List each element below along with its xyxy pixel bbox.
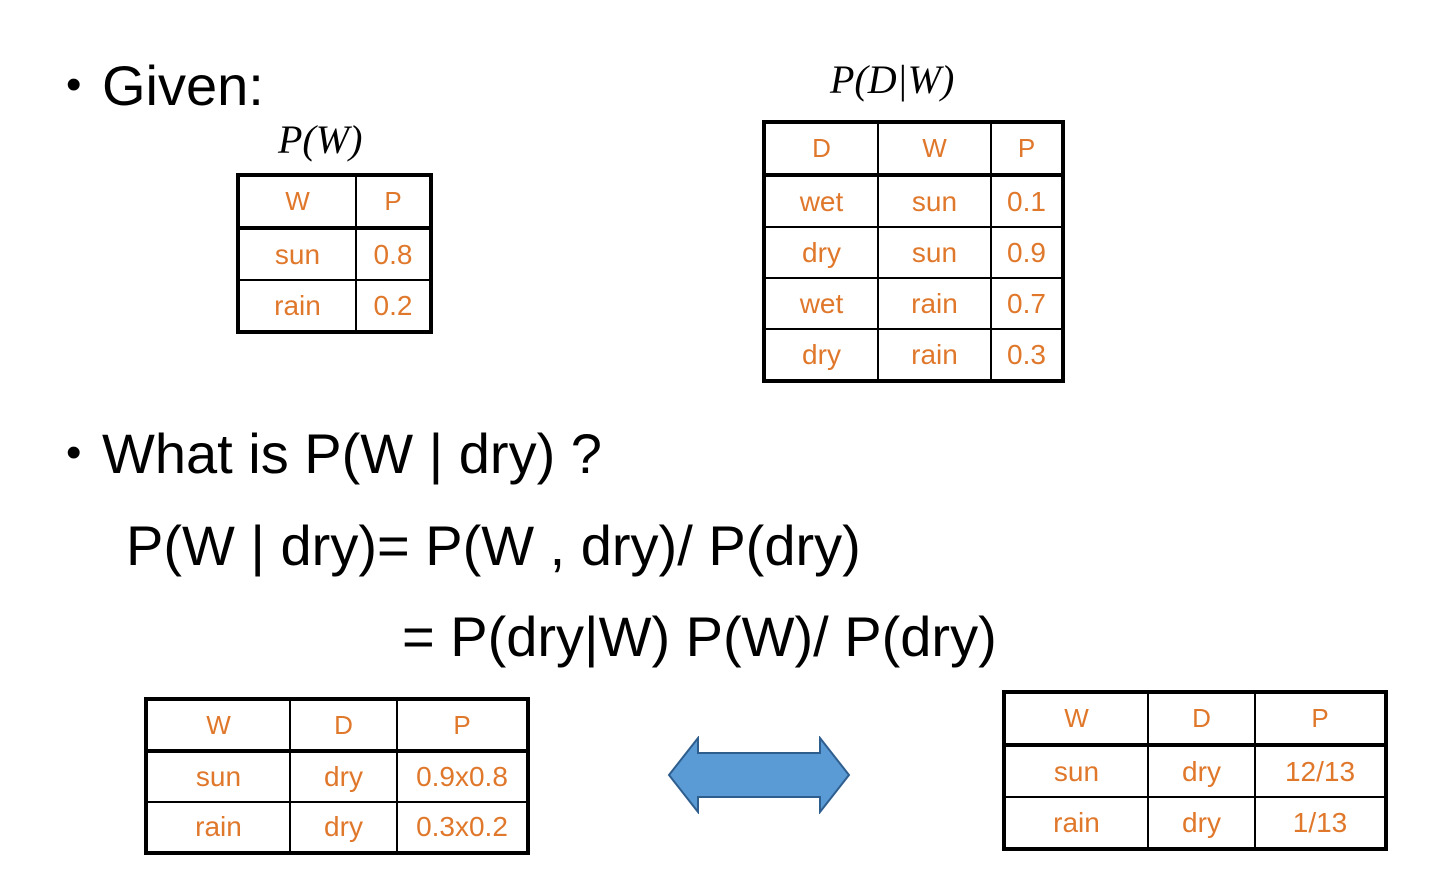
table-cell: 0.9x0.8 <box>396 750 529 803</box>
table-cell: dry <box>289 801 398 854</box>
table-row: sun 0.8 <box>237 227 432 281</box>
header-cell-p: P <box>990 121 1064 177</box>
table-header-row: D W P <box>763 121 1064 177</box>
header-cell-p: P <box>355 174 432 230</box>
table-cell: sun <box>877 226 992 279</box>
table-cell: dry <box>289 750 398 803</box>
table-row: rain dry 0.3x0.2 <box>145 801 529 854</box>
table-row: dry rain 0.3 <box>763 328 1064 382</box>
table-row: rain 0.2 <box>237 279 432 333</box>
table-cell: 0.7 <box>990 277 1064 330</box>
table-cell: rain <box>1003 796 1149 850</box>
pw-table-title: P(W) <box>278 117 363 162</box>
table-cell: 0.8 <box>355 227 432 281</box>
pw-table: W P sun 0.8 rain 0.2 <box>236 173 433 334</box>
table-cell: 0.3x0.2 <box>396 801 529 854</box>
bullet-dot-icon: • <box>66 60 82 109</box>
table-cell: dry <box>763 226 879 279</box>
table-cell: 1/13 <box>1254 796 1387 850</box>
table-cell: 0.2 <box>355 279 432 333</box>
table-header-row: W D P <box>1003 691 1387 747</box>
table-cell: 12/13 <box>1254 744 1387 798</box>
question-label: What is P(W | dry) ? <box>102 422 602 485</box>
table-cell: 0.1 <box>990 174 1064 228</box>
table-header-row: W D P <box>145 698 529 753</box>
header-cell-d: D <box>1147 691 1256 747</box>
header-cell-p: P <box>1254 691 1387 747</box>
table-cell: 0.3 <box>990 328 1064 382</box>
double-headed-arrow-icon <box>667 736 851 814</box>
table-cell: wet <box>763 277 879 330</box>
table-header-row: W P <box>237 174 432 230</box>
table-cell: wet <box>763 174 879 228</box>
header-cell-w: W <box>145 698 291 753</box>
question-bullet: •What is P(W | dry) ? <box>66 426 602 482</box>
joint-table: W D P sun dry 0.9x0.8 rain dry 0.3x0.2 <box>144 697 530 855</box>
table-cell: rain <box>877 328 992 382</box>
bullet-dot-icon: • <box>66 428 82 477</box>
table-cell: dry <box>1147 744 1256 798</box>
given-bullet: •Given: <box>66 58 264 114</box>
conditional-table: W D P sun dry 12/13 rain dry 1/13 <box>1002 690 1388 851</box>
table-cell: dry <box>763 328 879 382</box>
header-cell-p: P <box>396 698 529 753</box>
table-row: wet sun 0.1 <box>763 174 1064 228</box>
header-cell-d: D <box>289 698 398 753</box>
table-cell: sun <box>237 227 357 281</box>
pdw-table-title: P(D|W) <box>830 57 955 102</box>
table-cell: sun <box>1003 744 1149 798</box>
header-cell-w: W <box>877 121 992 177</box>
table-row: sun dry 12/13 <box>1003 744 1387 798</box>
header-cell-w: W <box>237 174 357 230</box>
table-row: rain dry 1/13 <box>1003 796 1387 850</box>
table-row: dry sun 0.9 <box>763 226 1064 279</box>
table-cell: dry <box>1147 796 1256 850</box>
table-cell: sun <box>877 174 992 228</box>
table-cell: sun <box>145 750 291 803</box>
table-cell: rain <box>877 277 992 330</box>
pdw-table: D W P wet sun 0.1 dry sun 0.9 wet rain 0… <box>762 120 1065 383</box>
table-cell: rain <box>145 801 291 854</box>
given-label: Given: <box>102 54 264 117</box>
table-cell: 0.9 <box>990 226 1064 279</box>
header-cell-d: D <box>763 121 879 177</box>
table-cell: rain <box>237 279 357 333</box>
table-row: wet rain 0.7 <box>763 277 1064 330</box>
header-cell-w: W <box>1003 691 1149 747</box>
equation-line-1: P(W | dry)= P(W , dry)/ P(dry) <box>126 514 861 577</box>
equation-line-2: = P(dry|W) P(W)/ P(dry) <box>402 605 997 668</box>
table-row: sun dry 0.9x0.8 <box>145 750 529 803</box>
